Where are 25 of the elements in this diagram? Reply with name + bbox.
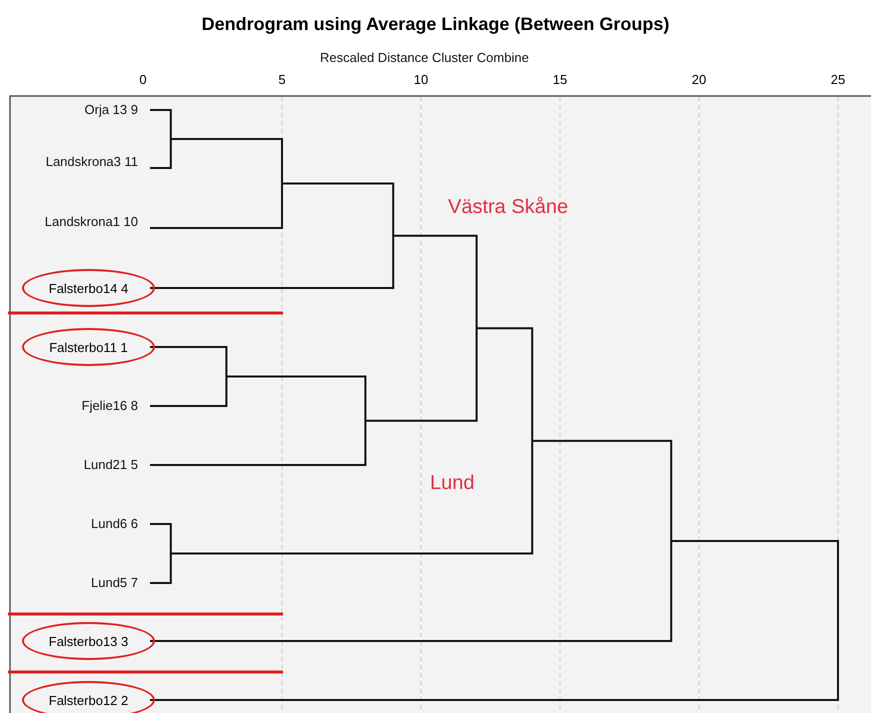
leaf-label: Lund6 6 [90,516,138,532]
leaf-label: Falsterbo14 4 [48,280,128,296]
leaf-label: Falsterbo13 3 [48,634,128,648]
leaf-label: Landskrona3 11 [44,154,138,170]
annotation-text: Lund [430,472,474,495]
tick-label: 15 [552,72,568,87]
tick-label: 10 [412,72,430,87]
leaf-label: Falsterbo11 1 [49,340,128,354]
axis-title: Rescaled Distance Cluster Combine [320,50,529,65]
annotation-text: Västra Skåne [448,196,568,219]
highlight-ellipse [22,681,155,713]
leaf-label: Landskrona1 10 [44,214,138,230]
highlight-ellipse [22,622,155,660]
tick-label: 20 [690,72,708,87]
highlight-ellipse [22,328,155,366]
leaf-label: Lund21 5 [82,457,138,473]
tick-label: 25 [830,72,846,87]
tick-label: 5 [277,72,287,87]
highlight-ellipse [22,269,155,307]
tick-label: 0 [138,72,148,87]
leaf-label: Falsterbo12 2 [48,692,128,708]
leaf-label: Orja 13 9 [84,102,138,118]
leaf-label: Lund5 7 [90,575,138,591]
chart-title: Dendrogram using Average Linkage (Between Groups) [200,14,670,35]
leaf-label: Fjelie16 8 [80,398,138,414]
